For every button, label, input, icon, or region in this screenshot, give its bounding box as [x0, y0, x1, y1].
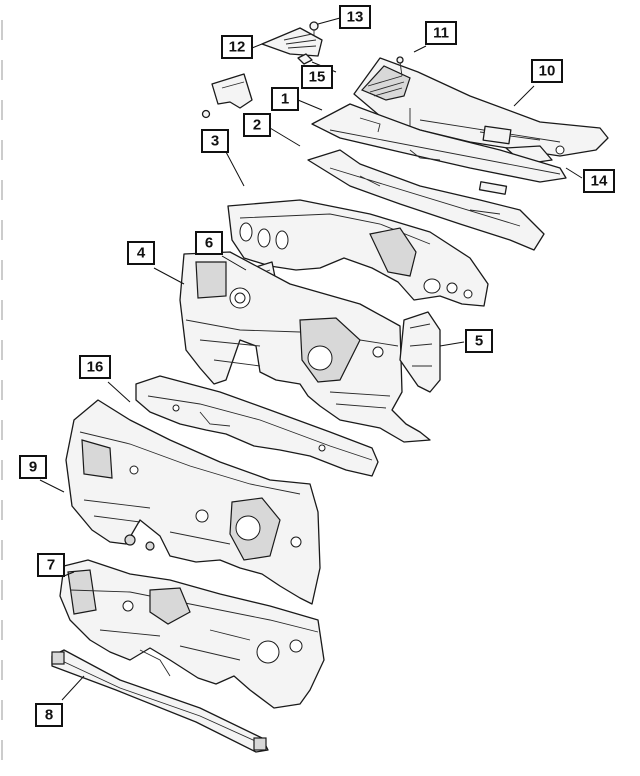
- svg-text:5: 5: [475, 333, 483, 350]
- callout-13: 13: [339, 5, 371, 29]
- callout-15: 15: [301, 65, 333, 89]
- part-4-dash-insulator: [179, 251, 431, 443]
- callout-2: 2: [243, 113, 271, 137]
- part-12-cowl-grille-left: [261, 27, 323, 57]
- svg-text:1: 1: [281, 91, 289, 108]
- svg-text:9: 9: [29, 459, 37, 476]
- svg-text:13: 13: [347, 9, 364, 26]
- callout-6: 6: [195, 231, 223, 255]
- callout-14: 14: [583, 169, 615, 193]
- part-2-plenum: [307, 149, 545, 251]
- svg-text:4: 4: [137, 245, 146, 262]
- svg-text:8: 8: [45, 707, 53, 724]
- callout-1: 1: [271, 87, 299, 111]
- callout-16: 16: [79, 355, 111, 379]
- svg-text:10: 10: [539, 63, 556, 80]
- svg-text:7: 7: [47, 557, 55, 574]
- part-9-dash-panel: [65, 399, 321, 605]
- part-7-lower-silencer: [59, 559, 325, 709]
- svg-text:16: 16: [87, 359, 104, 376]
- part-16-dash-reinforcement: [135, 375, 379, 477]
- callout-8: 8: [35, 703, 63, 727]
- callout-5: 5: [465, 329, 493, 353]
- callout-7: 7: [37, 553, 65, 577]
- svg-text:6: 6: [205, 235, 213, 252]
- svg-text:2: 2: [253, 117, 261, 134]
- callout-10: 10: [531, 59, 563, 83]
- part-left-bracket: [201, 73, 253, 119]
- callout-12: 12: [221, 35, 253, 59]
- svg-text:14: 14: [591, 173, 608, 190]
- part-15-clip: [297, 53, 313, 65]
- part-8-cross-bar: [51, 649, 269, 753]
- svg-text:12: 12: [229, 39, 246, 56]
- svg-text:11: 11: [433, 25, 449, 42]
- part-5-side-bracket: [399, 311, 441, 393]
- callout-3: 3: [201, 129, 229, 153]
- leader-lines: [39, 17, 583, 701]
- part-10-cowl-panel: [353, 56, 609, 165]
- svg-text:3: 3: [211, 133, 219, 150]
- callout-9: 9: [19, 455, 47, 479]
- callout-11: 11: [425, 21, 457, 45]
- callout-4: 4: [127, 241, 155, 265]
- part-1-cowl-lower: [311, 103, 567, 183]
- svg-text:15: 15: [309, 69, 326, 86]
